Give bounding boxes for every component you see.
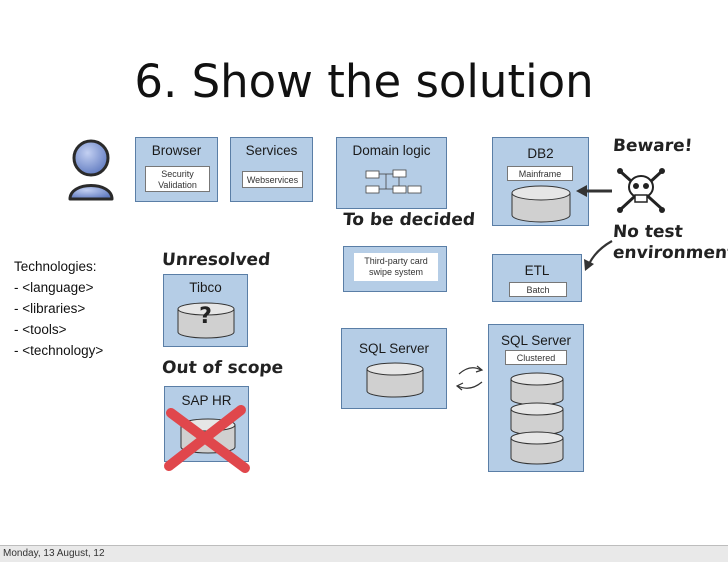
footer-date: Monday, 13 August, 12 (3, 548, 105, 559)
validation-label: Validation (158, 180, 197, 190)
browser-box: Browser Security Validation (135, 137, 218, 202)
footer-bar: Monday, 13 August, 12 (0, 545, 728, 562)
sql-server-title: SQL Server (358, 341, 430, 356)
to-be-decided-label: To be decided (342, 210, 476, 230)
services-title: Services (245, 143, 298, 158)
third-party-box: Third-party card swipe system (343, 246, 447, 292)
tibco-box: Tibco ? (163, 274, 248, 347)
mainframe-box: Mainframe (507, 166, 573, 181)
browser-title: Browser (151, 143, 202, 158)
slide: 6. Show the solution Browser Security Va… (14, 55, 728, 473)
domain-logic-title: Domain logic (352, 143, 431, 158)
out-of-scope-label: Out of scope (161, 358, 284, 378)
database-icon (511, 185, 571, 223)
unresolved-label: Unresolved (161, 250, 271, 270)
sap-hr-box: SAP HR (164, 386, 249, 462)
technology-item: - <libraries> (14, 301, 86, 316)
third-party-label: Third-party card (364, 256, 428, 266)
sql-server-box: SQL Server (341, 328, 447, 409)
domain-logic-box: Domain logic (336, 137, 447, 209)
etl-title: ETL (524, 263, 550, 278)
technology-item: - <technology> (14, 343, 104, 358)
technologies-list: Technologies: - <language> - <libraries>… (14, 256, 103, 361)
security-validation-box: Security Validation (145, 166, 210, 192)
database-icon (180, 418, 236, 454)
database-icon (366, 362, 424, 398)
technologies-heading: Technologies: (14, 259, 97, 274)
batch-box: Batch (509, 282, 567, 297)
sync-arrows-icon (455, 365, 484, 391)
question-mark: ? (199, 304, 212, 329)
beware-label: Beware! (612, 136, 694, 156)
sap-hr-title: SAP HR (181, 393, 232, 408)
tibco-title: Tibco (189, 280, 222, 295)
environment-label: environment (612, 243, 728, 263)
swipe-system-label: swipe system (368, 267, 423, 277)
slide-title: 6. Show the solution (134, 55, 594, 108)
database-icon (177, 302, 235, 339)
webservices-box: Webservices (242, 171, 303, 188)
card-swipe-box: Third-party card swipe system (354, 253, 438, 281)
database-stack-icon (510, 372, 564, 465)
clustered-box: Clustered (505, 350, 567, 365)
technology-item: - <tools> (14, 322, 67, 337)
etl-box: ETL Batch (492, 254, 582, 302)
technology-item: - <language> (14, 280, 94, 295)
class-diagram-icon (365, 169, 422, 194)
db2-box: DB2 Mainframe (492, 137, 589, 226)
no-test-arrow-icon (584, 240, 613, 271)
skull-crossbones-icon (617, 168, 665, 213)
sql-server-clustered-title: SQL Server (500, 333, 572, 348)
security-label: Security (161, 169, 194, 179)
no-test-label: No test (612, 222, 684, 242)
services-box: Services Webservices (230, 137, 313, 202)
db2-title: DB2 (527, 146, 554, 161)
sql-server-clustered-box: SQL Server Clustered (488, 324, 584, 472)
